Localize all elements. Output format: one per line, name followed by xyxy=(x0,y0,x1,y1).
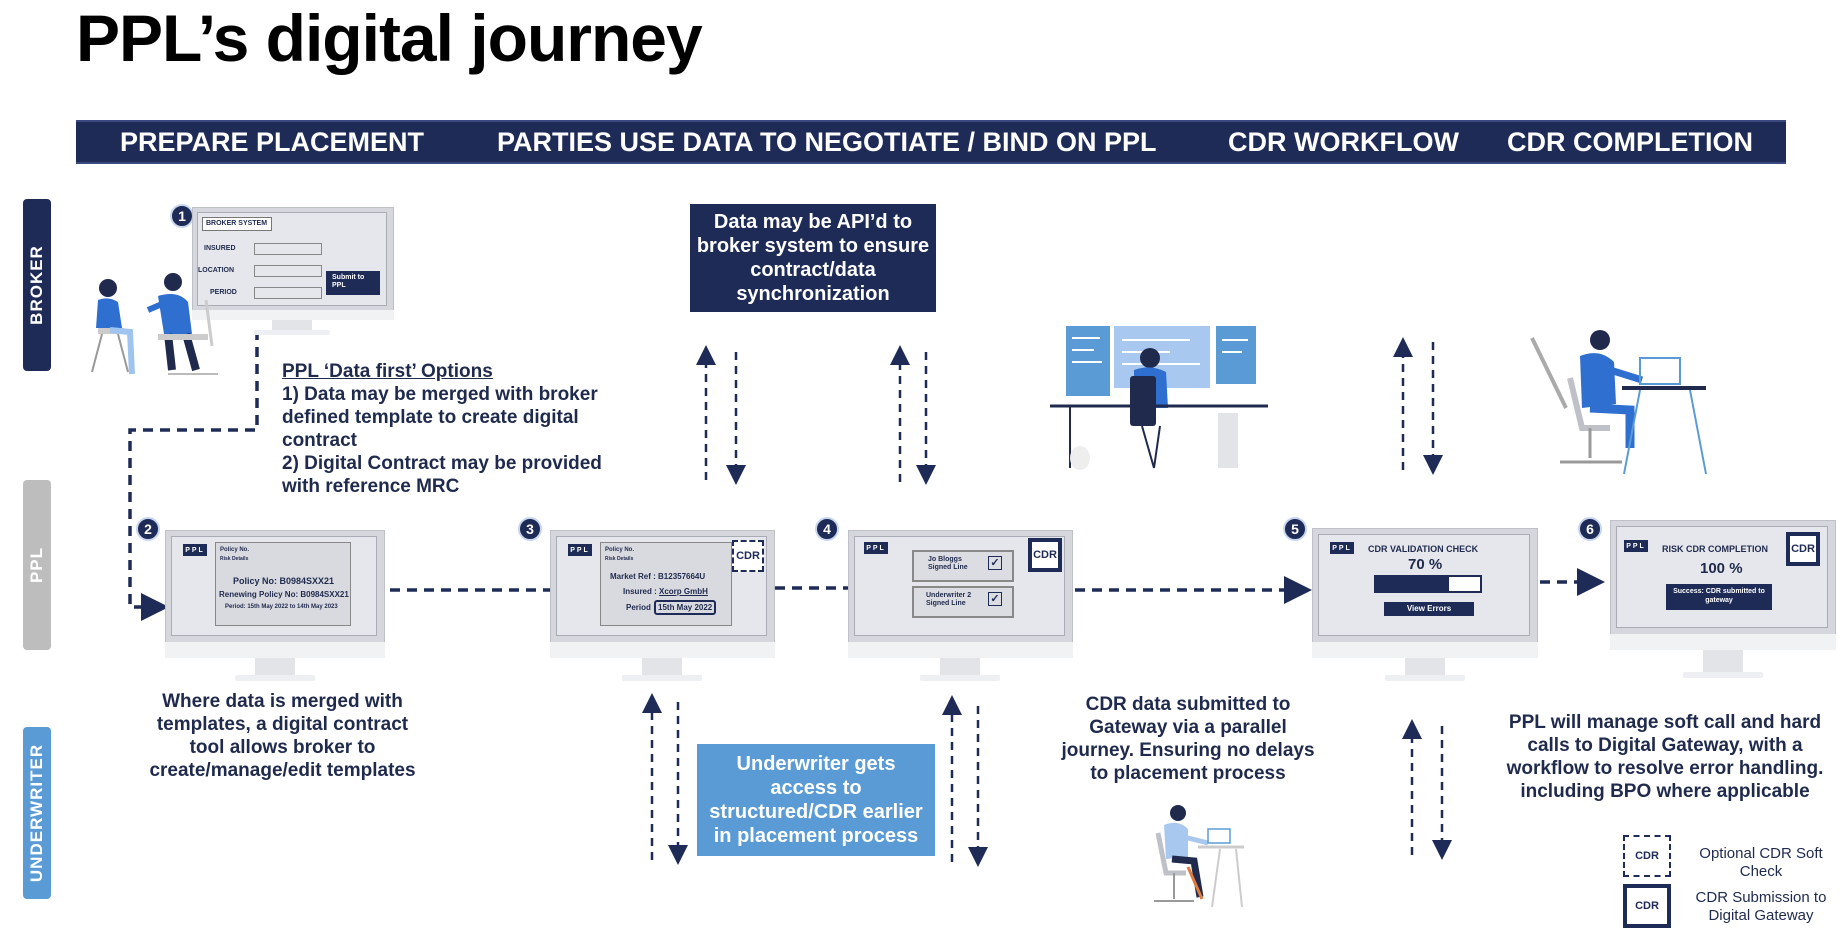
insured-value: Xcorp GmbH xyxy=(659,587,708,596)
submit-to-ppl-button[interactable]: Submit to PPL xyxy=(326,271,380,295)
cdr-submission-icon: CDR xyxy=(1028,538,1062,572)
validation-percent: 70 % xyxy=(1408,556,1443,573)
contract-document xyxy=(600,542,732,626)
policy-period: Period: 15th May 2022 to 14th May 2023 xyxy=(225,604,338,610)
renewing-policy-number: Renewing Policy No: B0984SXX21 xyxy=(219,590,349,599)
period-field[interactable] xyxy=(254,287,322,299)
ppl-logo: PPL xyxy=(568,544,592,556)
caption-gateway: CDR data submitted to Gateway via a para… xyxy=(1061,694,1315,784)
insured-label: Insured : xyxy=(623,587,657,596)
phase-negotiate-bind: PARTIES USE DATA TO NEGOTIATE / BIND ON … xyxy=(497,127,1157,157)
risk-details-label: Risk Details xyxy=(220,556,249,562)
cdr-submission-icon: CDR xyxy=(1786,532,1820,566)
completion-percent: 100 % xyxy=(1700,560,1743,577)
view-errors-button[interactable]: View Errors xyxy=(1384,602,1474,616)
step-badge-2: 2 xyxy=(136,517,160,541)
phase-bar: PREPARE PLACEMENT PARTIES USE DATA TO NE… xyxy=(76,120,1786,164)
insured-field[interactable] xyxy=(254,243,322,255)
period-label: PERIOD xyxy=(210,289,237,296)
ppl-logo: PPL xyxy=(1624,540,1648,552)
success-message: Success: CDR submitted to gateway xyxy=(1666,584,1772,610)
lane-underwriter: UNDERWRITER xyxy=(23,727,51,899)
lane-ppl: PPL xyxy=(23,480,51,650)
person-at-laptop-illustration xyxy=(1530,330,1707,475)
checkbox-checked-icon: ✓ xyxy=(988,592,1002,606)
validation-heading: CDR VALIDATION CHECK xyxy=(1368,544,1479,554)
phase-prepare-placement: PREPARE PLACEMENT xyxy=(120,127,425,157)
page-title: PPL’s digital journey xyxy=(76,1,703,75)
connector-broker-to-ppl xyxy=(128,330,259,621)
callout-underwriter-access: Underwriter gets access to structured/CD… xyxy=(697,744,935,856)
step-badge-5: 5 xyxy=(1283,517,1307,541)
underwriter-at-desk-illustration xyxy=(1154,805,1244,908)
phase-cdr-completion: CDR COMPLETION xyxy=(1507,127,1753,157)
period-label: Period : xyxy=(626,603,656,612)
policy-header: Policy No. xyxy=(605,547,635,553)
cdr-soft-check-icon: CDR xyxy=(732,540,764,572)
checkbox-checked-icon: ✓ xyxy=(988,556,1002,570)
validation-progress-fill xyxy=(1376,577,1449,591)
phase-cdr-workflow: CDR WORKFLOW xyxy=(1228,127,1459,157)
broker-system-label: BROKER SYSTEM xyxy=(202,217,272,231)
signed-line-1 xyxy=(912,550,1014,582)
legend-submission-icon: CDR xyxy=(1623,884,1671,928)
signed-line-1-label: Jo Bloggs Signed Line xyxy=(928,556,968,571)
policy-header: Policy No. xyxy=(220,547,250,553)
location-label: LOCATION xyxy=(198,267,235,274)
step-badge-1: 1 xyxy=(170,204,194,228)
step-badge-4: 4 xyxy=(815,517,839,541)
broker-meeting-illustration xyxy=(91,273,218,375)
step-badge-3: 3 xyxy=(518,517,542,541)
policy-number: Policy No: B0984SXX21 xyxy=(233,576,335,586)
risk-details-label: Risk Details xyxy=(605,556,634,562)
completion-heading: RISK CDR COMPLETION xyxy=(1662,544,1769,554)
period-value: 15th May 2022 xyxy=(654,600,717,615)
legend-submission-label: CDR Submission to Digital Gateway xyxy=(1695,889,1827,924)
options-heading: PPL ‘Data first’ Options xyxy=(282,361,493,382)
signed-line-2 xyxy=(912,586,1014,618)
ppl-logo: PPL xyxy=(1330,542,1354,554)
options-line-1: 1) Data may be merged with broker define… xyxy=(282,384,598,451)
caption-soft-calls: PPL will manage soft call and hard calls… xyxy=(1506,712,1824,802)
monitor-step-2: PPL Policy No. Risk Details Policy No: B… xyxy=(165,530,385,682)
ppl-logo: PPL xyxy=(183,544,207,556)
signed-line-2-label: Underwriter 2 Signed Line xyxy=(926,592,972,607)
monitor-step-5: PPL CDR VALIDATION CHECK 70 % View Error… xyxy=(1312,528,1538,682)
ppl-logo: PPL xyxy=(864,542,888,554)
monitor-step-4: PPL Jo Bloggs Signed Line ✓ Underwriter … xyxy=(848,530,1073,682)
broker-system-monitor: BROKER SYSTEM INSURED LOCATION PERIOD Su… xyxy=(192,207,394,335)
legend-soft-check-icon: CDR xyxy=(1623,835,1671,877)
step-badge-6: 6 xyxy=(1578,517,1602,541)
options-line-2: 2) Digital Contract may be provided with… xyxy=(282,453,602,497)
callout-api-sync: Data may be API’d to broker system to en… xyxy=(690,204,936,312)
market-ref: Market Ref : B12357664U xyxy=(610,572,706,581)
caption-templates: Where data is merged with templates, a d… xyxy=(149,691,416,781)
developer-workstation-illustration xyxy=(1050,326,1268,470)
validation-progress-bar xyxy=(1374,575,1482,593)
insured-label: INSURED xyxy=(204,245,236,252)
data-first-options: PPL ‘Data first’ Options 1) Data may be … xyxy=(282,360,632,498)
lane-broker: BROKER xyxy=(23,199,51,371)
location-field[interactable] xyxy=(254,265,322,277)
legend-soft-check-label: Optional CDR Soft Check xyxy=(1699,845,1823,880)
contract-document xyxy=(215,542,351,626)
monitor-step-6: PPL RISK CDR COMPLETION 100 % Success: C… xyxy=(1610,520,1836,682)
monitor-step-3: PPL Policy No. Risk Details Market Ref :… xyxy=(550,530,775,682)
